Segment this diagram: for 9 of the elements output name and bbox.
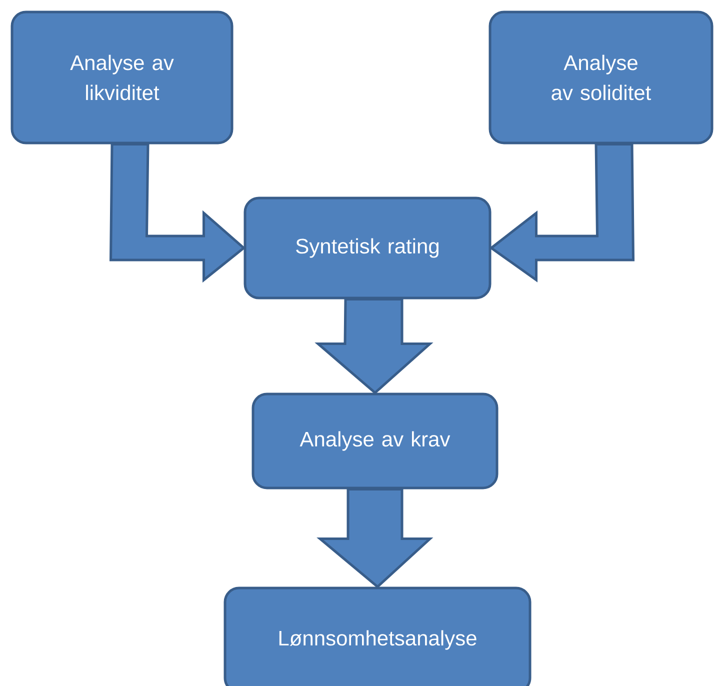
process-box: Analyse av likviditet [10, 10, 234, 144]
process-box: Analyse av krav [252, 392, 498, 490]
block-arrow [489, 143, 635, 282]
block-arrow [314, 298, 434, 394]
process-box: Syntetisk rating [244, 196, 492, 300]
block-arrow [109, 143, 246, 283]
process-box: Analyse av soliditet [488, 10, 714, 144]
process-box: Lønnsomhetsanalyse [224, 586, 532, 686]
block-arrow [316, 488, 434, 588]
